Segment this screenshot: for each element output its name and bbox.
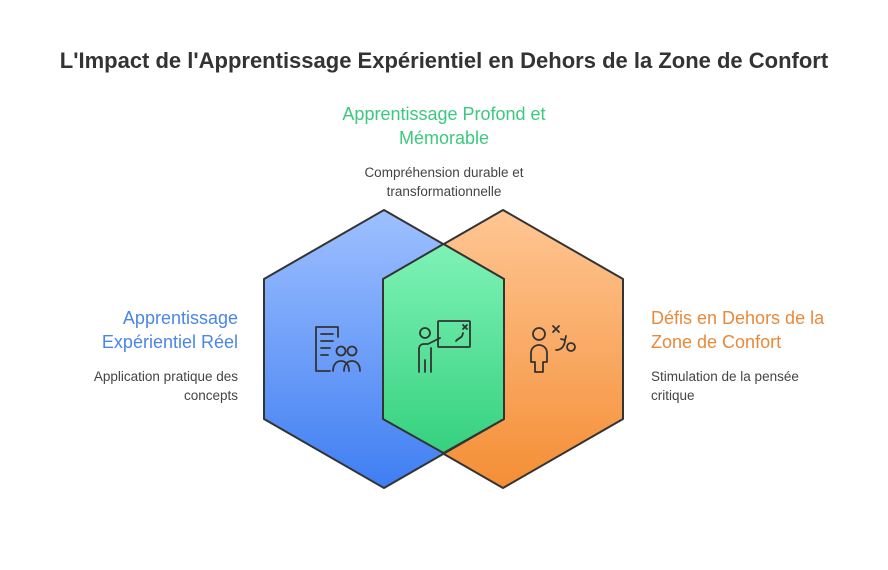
top-description: Compréhension durable et transformationn…: [364, 165, 524, 199]
right-description: Stimulation de la pensée critique: [651, 369, 799, 403]
left-description: Application pratique des concepts: [93, 369, 238, 403]
top-label-group: Apprentissage Profond et Mémorable Compr…: [0, 102, 888, 201]
right-heading: Défis en Dehors de la Zone de Confort: [651, 308, 825, 352]
top-heading: Apprentissage Profond et Mémorable: [342, 104, 546, 148]
strategy-person-icon: [530, 325, 576, 373]
document-people-icon: [315, 326, 361, 372]
right-label-group: Défis en Dehors de la Zone de Confort St…: [651, 306, 824, 405]
left-heading: Apprentissage Expérientiel Réel: [101, 308, 238, 352]
presentation-teacher-icon: [418, 320, 471, 373]
center-hexagon: [382, 243, 505, 454]
left-label-group: Apprentissage Expérientiel Réel Applicat…: [94, 306, 238, 405]
page-title: L'Impact de l'Apprentissage Expérientiel…: [59, 48, 829, 73]
